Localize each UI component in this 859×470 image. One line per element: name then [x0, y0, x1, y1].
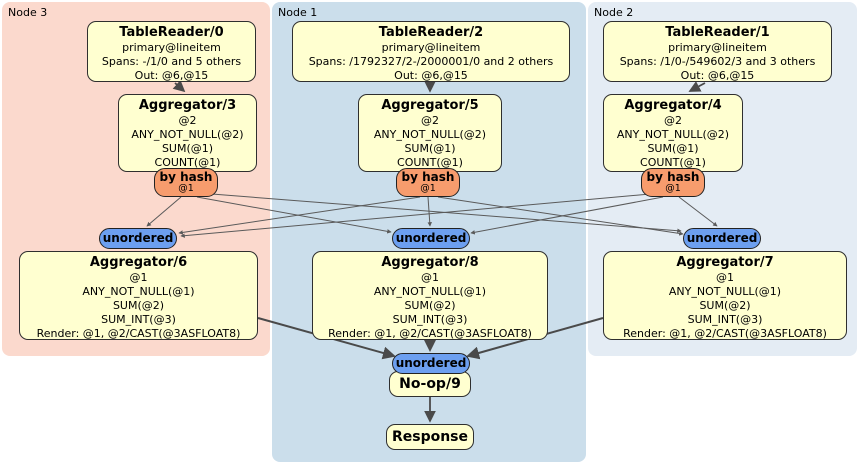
processor-aggregator-4: Aggregator/4 @2 ANY_NOT_NULL(@2) SUM(@1)… [603, 94, 743, 172]
processor-detail: SUM_INT(@3) [687, 313, 763, 326]
processor-detail: Spans: /1/0-/549602/3 and 3 others [619, 55, 816, 68]
router-by-hash-3: by hash @1 [154, 168, 218, 197]
processor-aggregator-3: Aggregator/3 @2 ANY_NOT_NULL(@2) SUM(@1)… [118, 94, 257, 172]
edge-r3-syncL [146, 196, 182, 227]
processor-title: TableReader/2 [378, 25, 484, 40]
processor-detail: COUNT(@1) [397, 156, 463, 169]
sync-unordered-right: unordered [683, 228, 761, 249]
processor-detail: Out: @6,@15 [680, 69, 755, 82]
processor-title: Response [391, 429, 469, 445]
processor-aggregator-5: Aggregator/5 @2 ANY_NOT_NULL(@2) SUM(@1)… [358, 94, 502, 172]
processor-noop-9: No-op/9 [389, 371, 471, 397]
router-by-hash-5: by hash @1 [396, 168, 460, 197]
router-label: by hash [646, 170, 700, 184]
processor-detail: primary@lineitem [668, 41, 767, 54]
processor-detail: ANY_NOT_NULL(@1) [82, 285, 195, 298]
edge-r3-syncM [196, 196, 392, 234]
sync-unordered-middle: unordered [392, 228, 470, 249]
processor-detail: primary@lineitem [381, 41, 481, 54]
sync-unordered-final: unordered [392, 353, 470, 374]
processor-title: Aggregator/7 [676, 255, 774, 270]
edge-r4-syncL [180, 192, 662, 238]
processor-aggregator-6: Aggregator/6 @1 ANY_NOT_NULL(@1) SUM(@2)… [19, 251, 258, 340]
processor-detail: Render: @1, @2/CAST(@3ASFLOAT8) [328, 327, 532, 340]
edge-r3-syncR [198, 192, 682, 233]
processor-detail: Out: @6,@15 [134, 69, 209, 82]
processor-detail: ANY_NOT_NULL(@2) [616, 128, 730, 141]
processor-title: Aggregator/5 [381, 98, 479, 113]
processor-tablereader-0: TableReader/0 primary@lineitem Spans: -/… [87, 21, 256, 82]
processor-detail: Render: @1, @2/CAST(@3ASFLOAT8) [623, 327, 827, 340]
processor-title: TableReader/0 [119, 25, 224, 40]
processor-title: Aggregator/3 [138, 98, 237, 113]
processor-detail: SUM(@2) [112, 299, 165, 312]
router-stream: @1 [420, 183, 436, 194]
router-label: by hash [159, 170, 213, 184]
processor-detail: @2 [178, 114, 197, 127]
router-stream: @1 [178, 183, 194, 194]
processor-detail: @1 [716, 271, 734, 284]
router-label: by hash [401, 170, 455, 184]
processor-detail: COUNT(@1) [154, 156, 221, 169]
processor-detail: Out: @6,@15 [394, 69, 468, 82]
processor-detail: @2 [421, 114, 439, 127]
processor-tablereader-2: TableReader/2 primary@lineitem Spans: /1… [292, 21, 570, 82]
router-by-hash-4: by hash @1 [641, 168, 705, 197]
processor-title: No-op/9 [399, 376, 461, 392]
edge-r5-syncR [437, 196, 684, 236]
processor-detail: ANY_NOT_NULL(@1) [373, 285, 487, 298]
processor-detail: SUM(@1) [404, 142, 456, 155]
processor-detail: SUM(@2) [699, 299, 751, 312]
response-node: Response [386, 424, 474, 450]
sync-unordered-left: unordered [99, 228, 177, 249]
processor-detail: ANY_NOT_NULL(@2) [131, 128, 244, 141]
region-label-node-3: Node 3 [8, 6, 48, 19]
router-stream: @1 [665, 183, 681, 194]
processor-detail: ANY_NOT_NULL(@1) [668, 285, 782, 298]
processor-detail: SUM(@1) [647, 142, 699, 155]
processor-title: Aggregator/4 [624, 98, 722, 113]
edge-tr0-agg3 [172, 80, 186, 93]
processor-detail: primary@lineitem [122, 41, 221, 54]
processor-detail: @1 [129, 271, 148, 284]
processor-tablereader-1: TableReader/1 primary@lineitem Spans: /1… [603, 21, 832, 82]
edge-r4-syncR [678, 196, 718, 227]
edge-r5-syncL [178, 196, 421, 235]
processor-detail: @1 [421, 271, 439, 284]
edge-r5-syncM [427, 196, 432, 227]
processor-aggregator-7: Aggregator/7 @1 ANY_NOT_NULL(@1) SUM(@2)… [603, 251, 847, 340]
processor-title: TableReader/1 [665, 25, 770, 40]
edge-tr1-agg4 [688, 81, 706, 92]
edge-r4-syncM [470, 196, 664, 235]
processor-detail: SUM_INT(@3) [392, 313, 468, 326]
processor-title: Aggregator/8 [381, 255, 479, 270]
processor-detail: Spans: /1792327/2-/2000001/0 and 2 other… [308, 55, 554, 68]
processor-detail: SUM(@1) [161, 142, 214, 155]
processor-aggregator-8: Aggregator/8 @1 ANY_NOT_NULL(@1) SUM(@2)… [312, 251, 548, 340]
processor-title: Aggregator/6 [89, 255, 188, 270]
region-label-node-1: Node 1 [278, 6, 318, 19]
processor-detail: @2 [664, 114, 682, 127]
processor-detail: Spans: -/1/0 and 5 others [101, 55, 242, 68]
processor-detail: Render: @1, @2/CAST(@3ASFLOAT8) [36, 327, 241, 340]
processor-detail: SUM(@2) [404, 299, 456, 312]
processor-detail: SUM_INT(@3) [101, 313, 176, 326]
processor-detail: ANY_NOT_NULL(@2) [373, 128, 487, 141]
region-label-node-2: Node 2 [594, 6, 634, 19]
processor-detail: COUNT(@1) [640, 156, 706, 169]
